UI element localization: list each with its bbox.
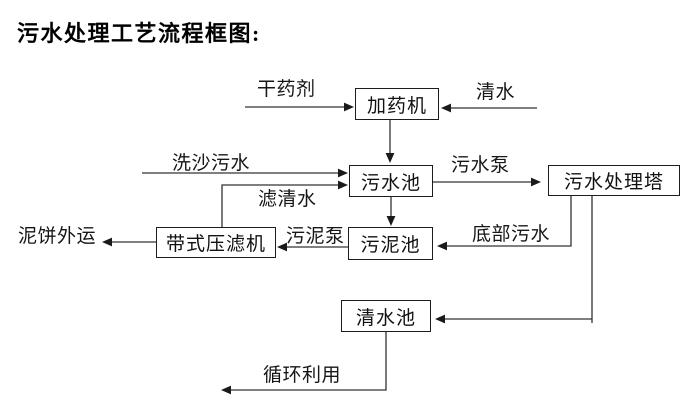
arrowhead-sand-washing [338,168,348,178]
edge-filtered-water-line [221,184,339,227]
node-sewage-pool: 污水池 [349,165,433,197]
arrowhead-sewage-pool-to-sludge-pool [386,216,396,226]
edge-label-bottom-sewage: 底部污水 [472,224,551,245]
edge-label-filtered-water: 滤清水 [258,189,317,210]
arrowhead-dosing-to-sewage-pool [385,153,395,163]
node-sewage-treatment-tower: 污水处理塔 [548,165,680,196]
arrowhead-clear-water [441,103,451,113]
node-dosing-machine: 加药机 [355,88,439,120]
edge-label-mud-cake-outbound: 泥饼外运 [18,226,97,247]
edge-label-recycling: 循环利用 [263,365,342,386]
arrowhead-sludge-pump [277,242,287,252]
arrowhead-recycling [221,385,231,395]
node-clear-water-pool: 清水池 [341,300,431,332]
edge-recycling-line [231,332,387,391]
edge-label-sewage-pump: 污水泵 [451,155,510,176]
edge-label-clear-water: 清水 [476,82,516,103]
edge-bottom-sewage-line [446,196,572,247]
edge-label-sand-washing-sewage: 洗沙污水 [172,153,251,174]
node-sludge-pool: 污泥池 [348,227,433,260]
arrowhead-mud-cake [102,237,112,247]
page-title: 污水处理工艺流程框图: [17,21,261,46]
arrowhead-filtered-water [338,180,348,190]
edge-label-dry-agent: 干药剂 [257,79,316,100]
node-belt-filter-press: 带式压滤机 [156,227,276,258]
edge-label-sludge-pump: 污泥泵 [286,226,345,247]
arrowhead-bottom-sewage [437,241,447,251]
arrowhead-dry-agent [344,102,354,112]
arrowhead-sewage-pump [531,177,541,187]
arrowhead-tower-to-clear-pool [435,314,445,324]
